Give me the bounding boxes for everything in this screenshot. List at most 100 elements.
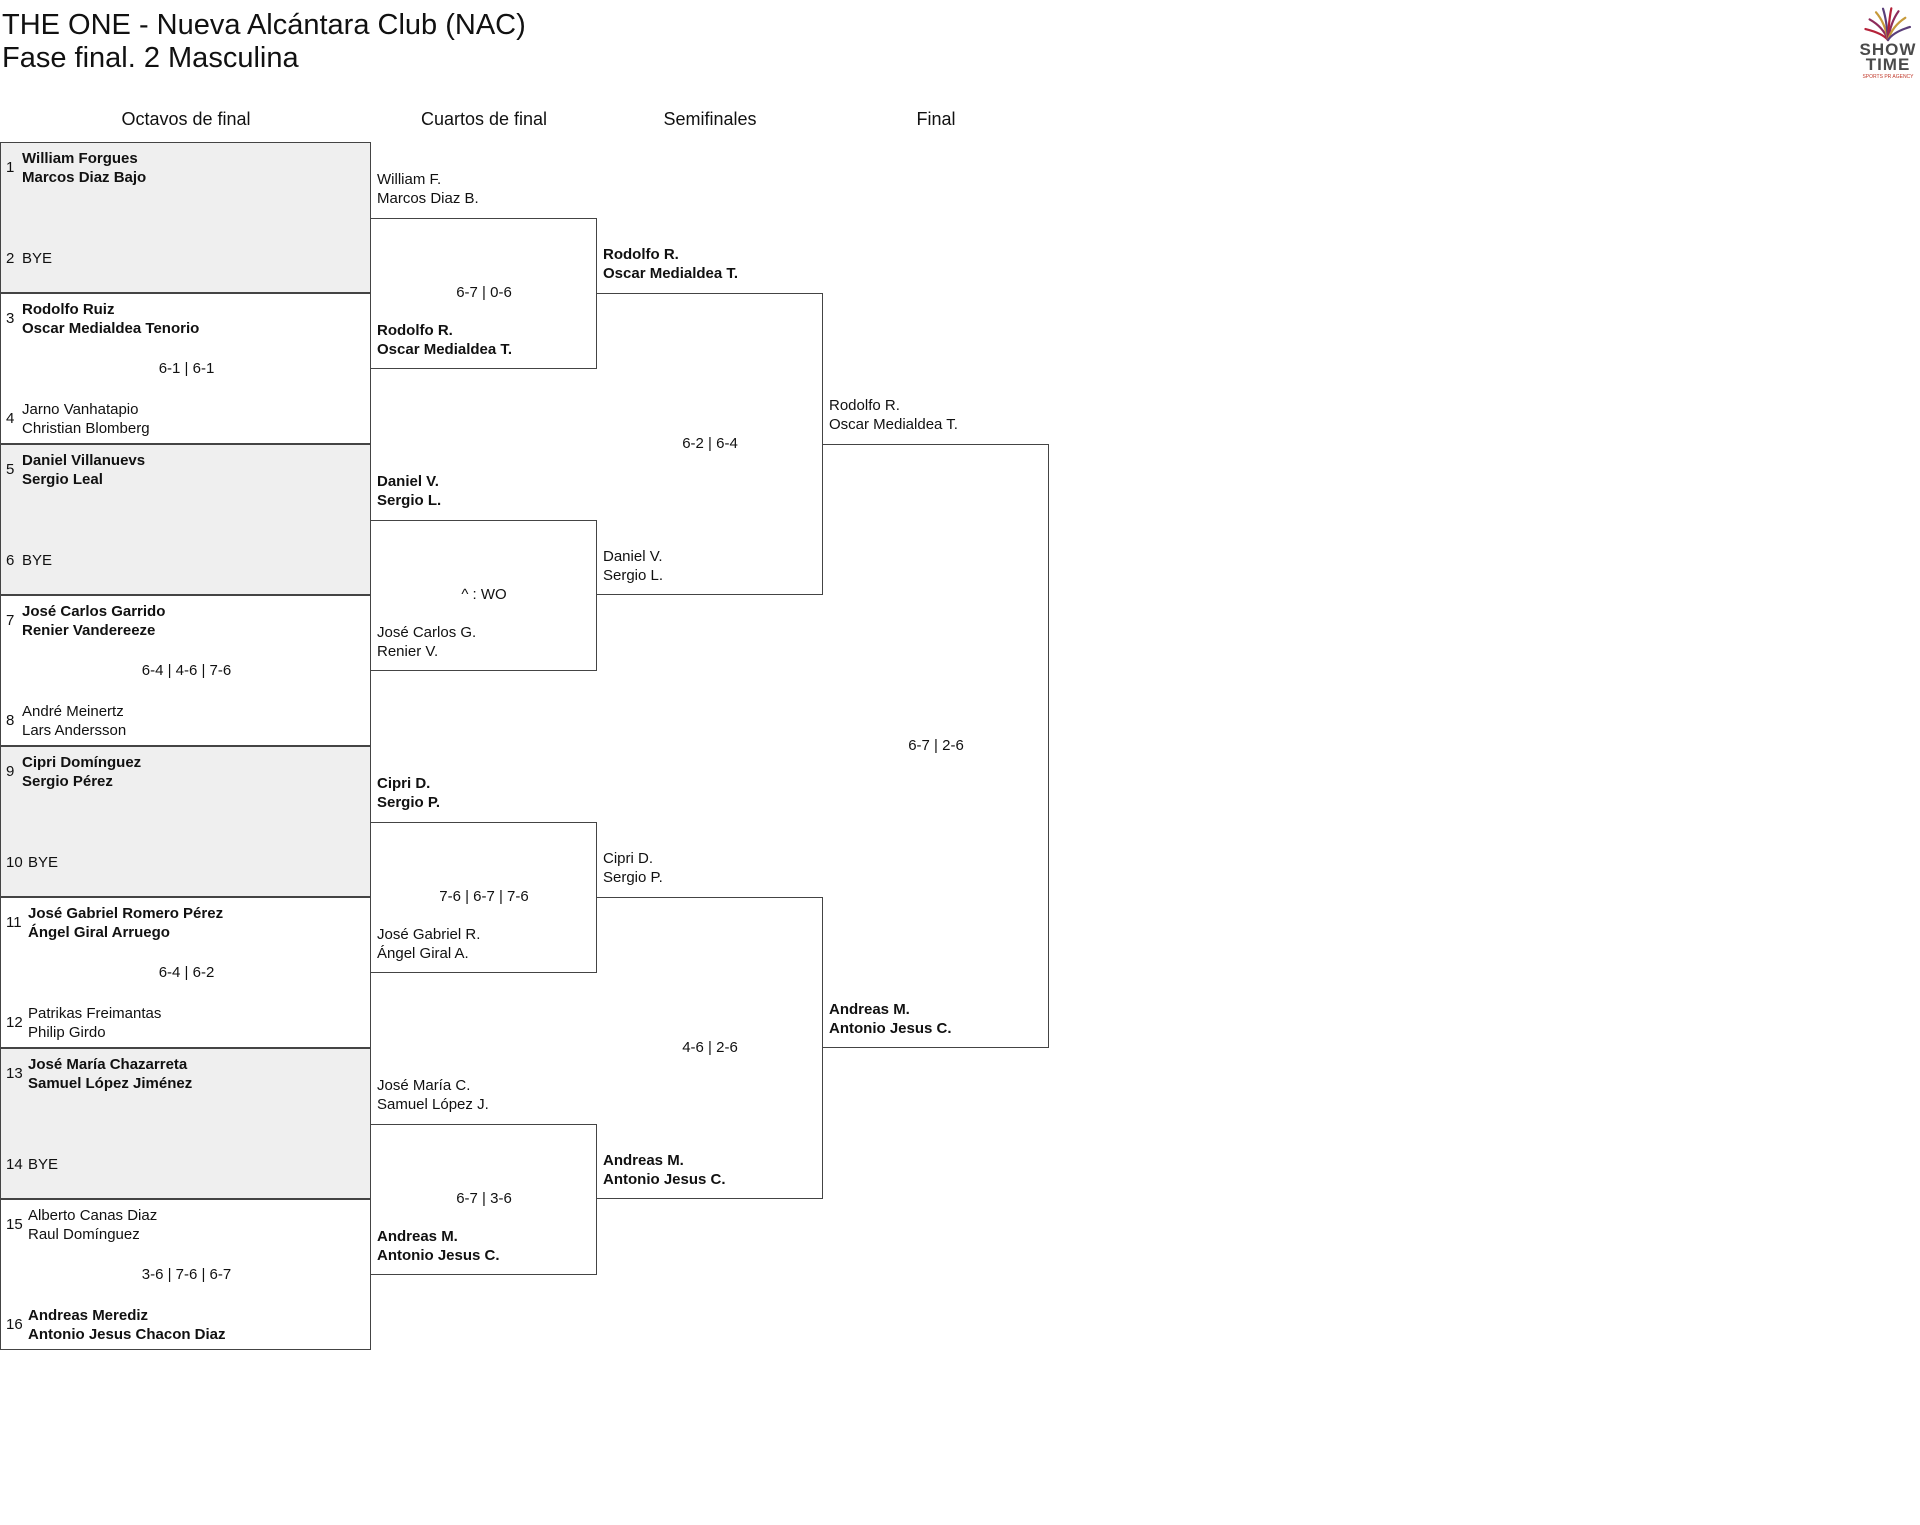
match-cuartos[interactable] [371,217,597,369]
player-pair: José Gabriel R.Ángel Giral A. [377,925,480,963]
match-score: 6-7 | 2-6 [908,737,964,754]
player-pair: Andreas M.Antonio Jesus C. [829,1000,952,1038]
player-pair: BYE [22,249,52,268]
page-subtitle: Fase final. 2 Masculina [2,42,299,74]
match-score: 6-7 | 0-6 [456,284,512,301]
player-pair-line: Daniel V. [377,472,439,490]
player-pair-line: Alberto Canas Diaz [28,1207,158,1224]
player-pair-line: Sergio Pérez [22,773,113,790]
player-pair-line: Oscar Medialdea Tenorio [22,320,200,337]
seed-number: 1 [6,159,15,176]
match-cuartos[interactable] [371,519,597,671]
round-header-2: Cuartos de final [420,109,548,129]
player-pair-line: Rodolfo R. [377,321,453,339]
player-pair-line: Cipri Domínguez [22,754,142,771]
match-semifinales[interactable] [597,897,823,1199]
player-pair-line: BYE [28,1156,59,1173]
logo-text-line2: TIME [1865,55,1911,74]
player-pair-line: Renier Vandereeze [22,622,156,639]
player-pair-line: Antonio Jesus Chacon Diaz [28,1326,226,1343]
seed-number: 8 [6,712,15,729]
seed-number: 11 [6,914,22,931]
player-pair-line: Marcos Diaz B. [377,189,479,207]
player-pair-line: Rodolfo Ruiz [22,301,115,318]
seed-number: 14 [6,1156,23,1173]
match-cuartos[interactable] [371,1123,597,1275]
match-score: 4-6 | 2-6 [682,1039,738,1056]
firework-logo-icon [1864,7,1912,42]
player-pair-line: Sergio P. [377,793,441,811]
player-pair-line: Rodolfo R. [603,246,679,263]
match-final[interactable] [823,444,1049,1048]
player-pair-line: Daniel Villanuevs [22,452,146,469]
player-pair-line: William Forgues [22,150,138,167]
seed-number: 3 [6,310,15,327]
seed-number: 6 [6,552,15,569]
player-pair-line: Daniel V. [603,548,663,565]
seed-number: 16 [6,1316,23,1333]
player-pair: José Carlos G.Renier V. [377,623,476,661]
player-pair-line: Andreas M. [377,1227,458,1245]
player-pair-line: Antonio Jesus C. [829,1020,952,1037]
player-pair: Andreas M.Antonio Jesus C. [603,1151,726,1189]
player-pair-line: Samuel López J. [377,1095,489,1113]
player-pair-line: Cipri D. [603,850,654,867]
player-pair-line: BYE [22,250,53,267]
seed-number: 9 [6,763,15,780]
player-pair-line: José Carlos G. [377,623,477,641]
player-pair: Rodolfo R.Oscar Medialdea T. [829,396,958,434]
player-pair-line: José María C. [377,1076,471,1094]
player-pair: BYE [22,551,52,570]
player-pair-line: André Meinertz [22,703,124,720]
player-pair: Cipri D. Sergio P. [603,849,663,887]
player-pair-line: Sergio P. [603,869,663,886]
match-score: 6-7 | 3-6 [456,1190,512,1207]
player-pair: José María C.Samuel López J. [377,1076,489,1114]
player-pair-line: Ángel Giral A. [377,944,469,962]
showtime-logo: SHOW TIME SPORTS PR AGENCY [1856,0,1920,84]
player-pair-line: Oscar Medialdea T. [377,340,513,358]
player-pair-line: Andreas M. [603,1152,684,1169]
player-pair-line: Renier V. [377,642,439,660]
match-score: 6-4 | 4-6 | 7-6 [141,662,232,679]
seed-number: 4 [6,410,15,427]
player-pair-line: Marcos Diaz Bajo [22,169,147,186]
player-pair-line: Antonio Jesus C. [377,1246,500,1264]
player-pair: Cipri D.Sergio P. [377,774,440,812]
player-pair: Daniel V.Sergio L. [603,547,663,585]
player-pair-line: José Carlos Garrido [22,603,166,620]
match-semifinales[interactable] [597,293,823,595]
logo-text-line1: SHOW [1859,40,1917,59]
player-pair-line: Sergio Leal [22,471,103,488]
player-pair: Rodolfo R.Oscar Medialdea T. [377,321,512,359]
player-pair-line: Philip Girdo [28,1024,106,1041]
seed-number: 7 [6,612,15,629]
player-pair-line: Sergio L. [377,491,442,509]
player-pair-line: BYE [28,854,59,871]
player-pair-line: Christian Blomberg [22,420,150,437]
player-pair: Rodolfo R.Oscar Medialdea T. [603,245,738,283]
match-score: 3-6 | 7-6 | 6-7 [141,1266,232,1283]
player-pair-line: Lars Andersson [22,722,127,739]
logo-tagline: SPORTS PR AGENCY [1862,74,1914,80]
seed-number: 13 [6,1065,23,1082]
match-cuartos[interactable] [371,821,597,973]
match-score: 7-6 | 6-7 | 7-6 [439,888,529,905]
